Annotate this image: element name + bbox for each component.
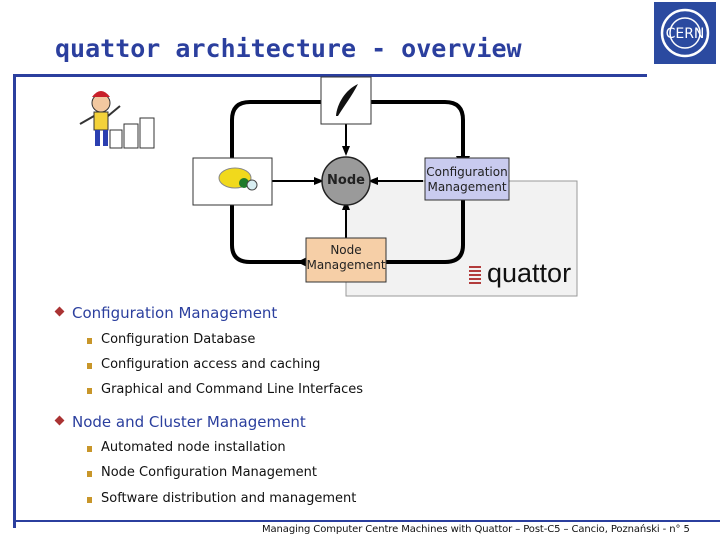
quill-icon <box>336 84 358 116</box>
sub-bullet-node-configuration: Node Configuration Management <box>87 465 317 480</box>
bullet-marker-icon <box>54 306 65 317</box>
slide-title: quattor architecture - overview <box>55 34 522 63</box>
node-circle <box>321 156 371 206</box>
node-management-box <box>305 237 387 283</box>
cartoon-mascot-icon <box>79 91 155 149</box>
sub-bullet-marker-icon <box>87 388 92 394</box>
slide-footer: Managing Computer Centre Machines with Q… <box>262 524 690 535</box>
sub-bullet-configuration-access: Configuration access and caching <box>87 357 320 372</box>
configuration-management-box <box>424 157 510 201</box>
bullet-configuration-management: Configuration Management <box>54 304 277 322</box>
flow-loop-right-top <box>360 100 465 160</box>
sub-bullet-marker-icon <box>87 497 92 503</box>
bullet-marker-icon <box>54 415 65 426</box>
title-underline <box>13 74 647 77</box>
node-label: Node <box>327 173 365 188</box>
sub-bullet-automated-installation: Automated node installation <box>87 440 286 455</box>
sub-bullet-marker-icon <box>87 471 92 477</box>
connector-left-arrow <box>314 177 324 185</box>
flow-loop-left-bottom <box>230 195 306 264</box>
sub-bullet-software-distribution: Software distribution and management <box>87 491 356 506</box>
flow-loop-left-top <box>230 100 332 170</box>
quattor-logo-text: quattor <box>487 258 572 288</box>
quattor-logo-icon <box>469 266 481 284</box>
sub-bullet-marker-icon <box>87 363 92 369</box>
sub-bullet-marker-icon <box>87 338 92 344</box>
flow-loop-right-bottom <box>386 197 465 264</box>
architecture-diagram <box>79 76 578 297</box>
bullet-node-cluster-management: Node and Cluster Management <box>54 413 306 431</box>
configuration-management-label: Configuration Management <box>426 165 508 194</box>
cern-logo-text: CERN <box>666 26 705 42</box>
footer-rule <box>13 520 720 522</box>
sub-bullet-marker-icon <box>87 446 92 452</box>
connector-right-arrow <box>368 177 378 185</box>
sub-bullet-configuration-database: Configuration Database <box>87 332 255 347</box>
sub-bullet-interfaces: Graphical and Command Line Interfaces <box>87 382 363 397</box>
left-accent-bar <box>13 76 16 528</box>
cern-logo: CERN <box>654 2 716 64</box>
node-management-label: Node Management <box>306 243 386 272</box>
connector-top-arrow <box>342 146 350 156</box>
